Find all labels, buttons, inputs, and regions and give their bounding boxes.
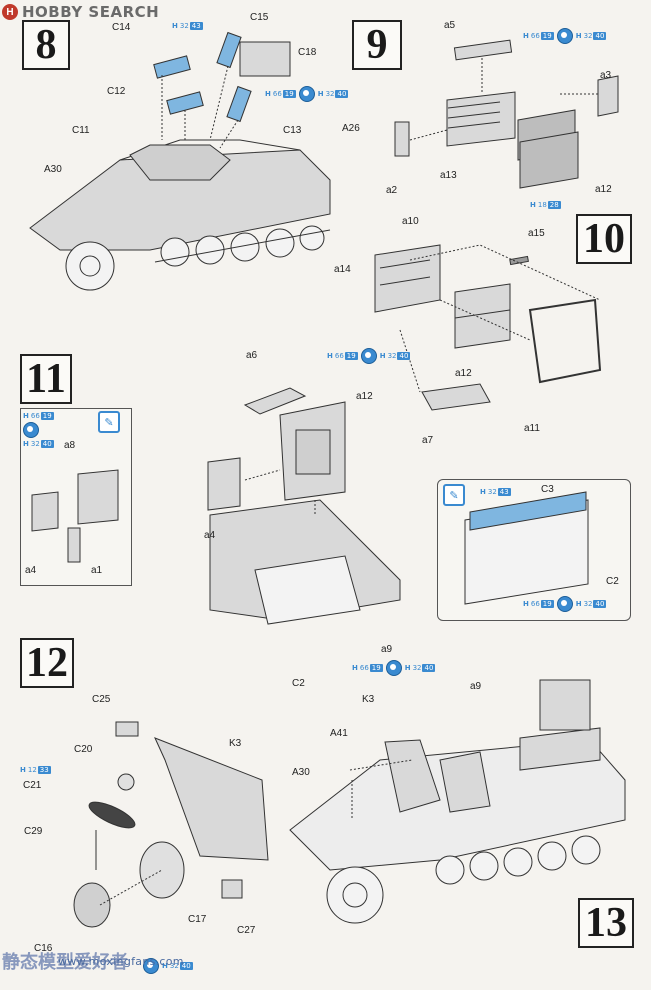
part-label: a12 bbox=[455, 368, 472, 379]
part-label: a4 bbox=[25, 565, 37, 576]
part-label: a11 bbox=[524, 423, 540, 434]
step-8-box: 8 bbox=[22, 20, 70, 70]
step-12-box: 12 bbox=[20, 638, 74, 688]
part-label: C12 bbox=[107, 86, 126, 97]
part-label: C17 bbox=[188, 914, 207, 925]
mix-paint-icon bbox=[298, 86, 315, 102]
brush-paint-icon: ✎ bbox=[443, 484, 465, 506]
brush-paint-icon: ✎ bbox=[98, 411, 120, 433]
part-label: A30 bbox=[292, 767, 310, 778]
part-label: a4 bbox=[204, 530, 216, 541]
site-logo-text: HOBBY SEARCH bbox=[22, 3, 160, 21]
mix-paint-icon bbox=[556, 28, 573, 44]
part-label: a13 bbox=[440, 170, 457, 181]
site-logo[interactable]: H HOBBY SEARCH bbox=[2, 2, 159, 22]
part-label: a8 bbox=[64, 440, 76, 451]
part-label: a3 bbox=[600, 70, 612, 81]
part-label: a15 bbox=[528, 228, 545, 239]
step-11-box: 11 bbox=[20, 354, 72, 404]
part-label: a10 bbox=[402, 216, 419, 227]
mix-paint-icon bbox=[23, 422, 39, 438]
part-label: C11 bbox=[72, 125, 90, 136]
part-label: C15 bbox=[250, 12, 269, 23]
part-label: a9 bbox=[381, 644, 393, 655]
part-label: a14 bbox=[334, 264, 351, 275]
mix-paint-icon bbox=[143, 958, 159, 974]
part-label: C21 bbox=[23, 780, 42, 791]
part-label: C16 bbox=[34, 943, 53, 954]
part-label: C18 bbox=[298, 47, 317, 58]
part-label: a7 bbox=[422, 435, 434, 446]
part-label: C13 bbox=[283, 125, 302, 136]
part-label: a12 bbox=[595, 184, 612, 195]
step-9-box: 9 bbox=[352, 20, 402, 70]
part-label: C20 bbox=[74, 744, 93, 755]
part-label: C2 bbox=[292, 678, 305, 689]
part-label: K3 bbox=[362, 694, 375, 705]
step-10-box: 10 bbox=[576, 214, 632, 264]
part-label: A41 bbox=[330, 728, 348, 739]
part-label: a2 bbox=[386, 185, 398, 196]
part-label: C14 bbox=[112, 22, 131, 33]
hobby-search-logo-icon: H bbox=[2, 4, 18, 20]
part-label: a6 bbox=[246, 350, 258, 361]
part-label: K3 bbox=[229, 738, 242, 749]
part-label: C2 bbox=[606, 576, 619, 587]
mix-paint-icon bbox=[360, 348, 377, 364]
watermark-url[interactable]: www.moxingfans.com bbox=[58, 955, 184, 968]
part-label: a9 bbox=[470, 681, 482, 692]
part-label: C25 bbox=[92, 694, 111, 705]
step-13-box: 13 bbox=[578, 898, 634, 948]
part-label: C3 bbox=[541, 484, 554, 495]
mix-paint-icon bbox=[385, 660, 402, 676]
part-label: a1 bbox=[91, 565, 103, 576]
part-label: a12 bbox=[356, 391, 373, 402]
part-label: A30 bbox=[44, 164, 62, 175]
part-label: C29 bbox=[24, 826, 43, 837]
part-label: a5 bbox=[444, 20, 456, 31]
mix-paint-icon bbox=[556, 596, 573, 612]
part-label: A26 bbox=[342, 123, 360, 134]
watermark-cjk: 静态模型爱好者 bbox=[2, 952, 128, 972]
part-label: C27 bbox=[237, 925, 256, 936]
